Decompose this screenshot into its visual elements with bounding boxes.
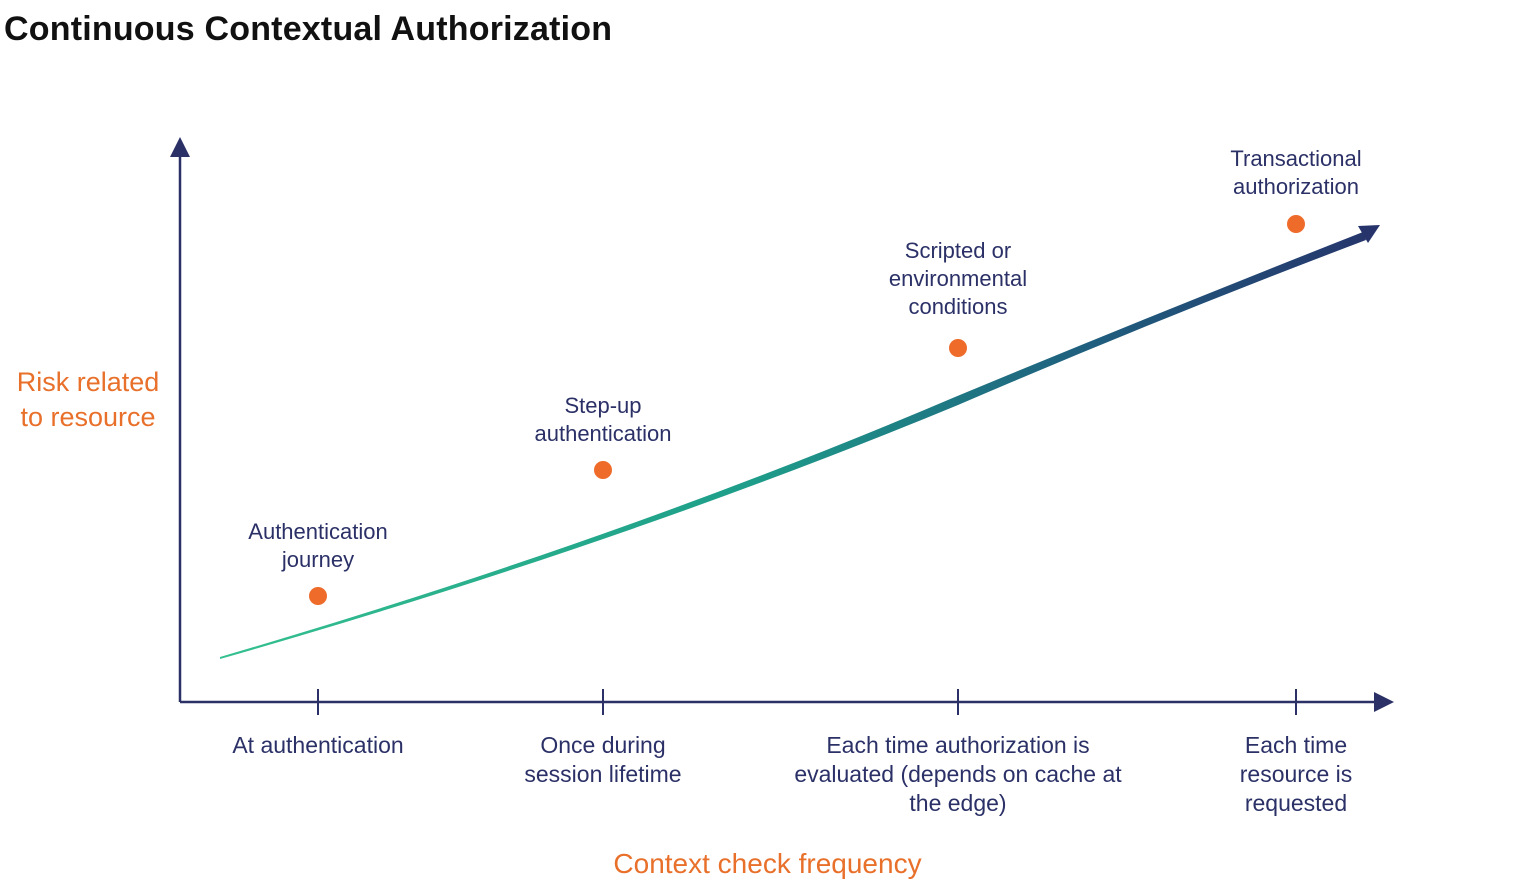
trend-arrowhead (1358, 225, 1380, 243)
point-marker-step-up-authentication (594, 461, 612, 479)
x-tick-label-once-during-session: Once during session lifetime (524, 732, 682, 787)
point-marker-scripted-conditions (949, 339, 967, 357)
x-tick-label-each-time-authorization: Each time authorization is evaluated (de… (794, 732, 1122, 816)
point-marker-transactional-authorization (1287, 215, 1305, 233)
point-label-transactional-authorization: Transactional authorization (1230, 146, 1362, 199)
y-axis-arrowhead (170, 137, 190, 157)
point-marker-authentication-journey (309, 587, 327, 605)
x-tick-label-each-time-resource: Each time resource is requested (1239, 732, 1353, 816)
page-title: Continuous Contextual Authorization (4, 10, 613, 48)
x-axis-arrowhead (1374, 692, 1394, 712)
y-axis-title: Risk related to resource (16, 367, 160, 432)
point-label-step-up-authentication: Step-up authentication (534, 393, 672, 446)
x-tick-label-at-authentication: At authentication (232, 732, 404, 758)
point-label-authentication-journey: Authentication journey (248, 519, 388, 572)
point-label-scripted-conditions: Scripted or environmental conditions (888, 238, 1028, 319)
x-axis-title: Context check frequency (613, 848, 922, 879)
trend-curve (220, 232, 1366, 659)
